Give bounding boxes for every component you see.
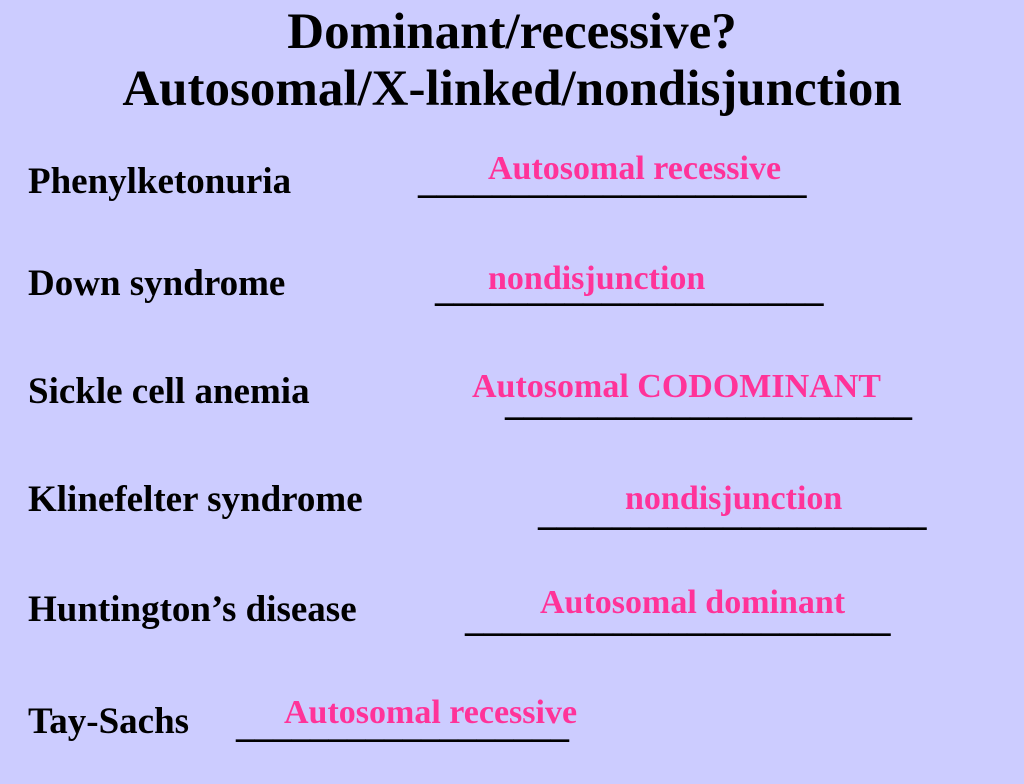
disorder-row-huntingtons-disease: Huntington’s disease ___________________…: [0, 584, 1024, 674]
disorder-row-sickle-cell-anemia: Sickle cell anemia _____________________…: [0, 368, 1024, 458]
disorder-row-tay-sachs: Tay-Sachs __________________ Autosomal r…: [0, 694, 1024, 784]
answer-text: nondisjunction: [625, 480, 843, 517]
answer-blank: _____________________: [538, 493, 927, 534]
answer-blank: _____________________: [435, 269, 824, 310]
disorder-label: Tay-Sachs: [28, 701, 190, 742]
disorder-row-klinefelter-syndrome: Klinefelter syndrome ___________________…: [0, 478, 1024, 568]
disorder-row-down-syndrome: Down syndrome _____________________ nond…: [0, 260, 1024, 350]
title-line-1: Dominant/recessive?: [287, 4, 737, 60]
disorder-label: Klinefelter syndrome: [28, 479, 363, 520]
title-line-2: Autosomal/X-linked/nondisjunction: [122, 61, 902, 117]
answer-text: Autosomal recessive: [284, 694, 578, 731]
answer-blank: _____________________: [418, 161, 807, 202]
answer-text: Autosomal recessive: [488, 150, 782, 187]
answer-text: nondisjunction: [488, 260, 706, 297]
disorder-row-phenylketonuria: Phenylketonuria _____________________ Au…: [0, 150, 1024, 240]
answer-text: Autosomal dominant: [540, 584, 846, 621]
disorder-label: Down syndrome: [28, 263, 286, 304]
answer-blank: _______________________: [465, 599, 891, 640]
answer-text: Autosomal CODOMINANT: [472, 368, 881, 405]
disorder-label: Sickle cell anemia: [28, 371, 310, 412]
answer-blank: __________________: [236, 705, 569, 746]
disorder-label: Phenylketonuria: [28, 161, 292, 202]
answer-blank: ______________________: [505, 383, 912, 424]
disorder-label: Huntington’s disease: [28, 589, 357, 630]
slide-title: Dominant/recessive? Autosomal/X-linked/n…: [0, 4, 1024, 118]
